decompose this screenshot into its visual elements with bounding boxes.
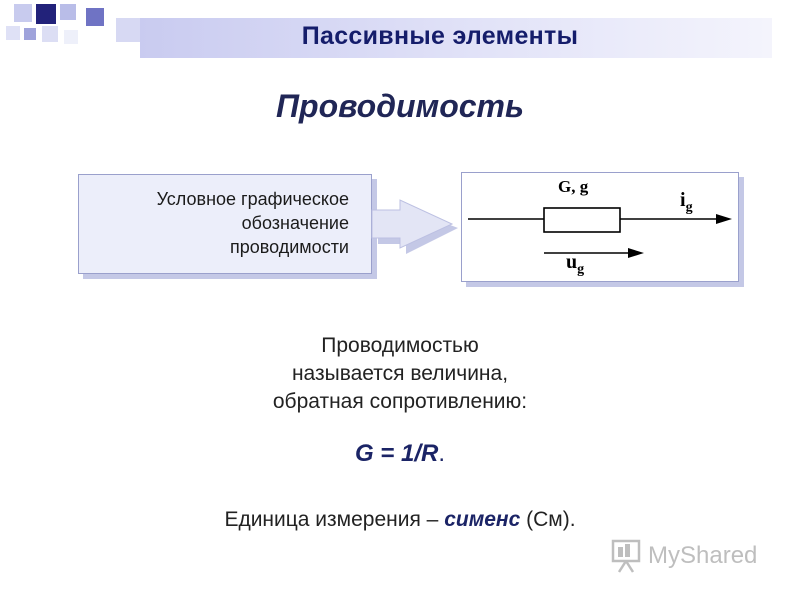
pointer-arrow (371, 199, 458, 254)
circuit-symbol (468, 207, 732, 258)
decor-square (24, 28, 36, 40)
caption-line: обозначение (241, 213, 349, 233)
caption-line: проводимости (230, 237, 349, 257)
formula-expression: G = 1/R (354, 440, 439, 467)
unit-prefix: Единица измерения – (224, 508, 445, 531)
current-symbol: i (680, 189, 686, 211)
symbol-caption-box: Условное графическое обозначение проводи… (78, 174, 372, 274)
voltage-subscript: g (577, 262, 585, 277)
slide-title: Проводимость (276, 88, 524, 124)
decor-square (86, 8, 104, 26)
decor-square (60, 4, 76, 20)
conductance-diagram: G, g ig ug (461, 172, 739, 282)
formula-period: . (438, 440, 446, 467)
formula: G = 1/R. (0, 440, 800, 468)
unit-name: сименс (444, 508, 521, 531)
watermark-logo: MyShared (610, 538, 790, 578)
current-arrow-head (716, 214, 732, 224)
current-subscript: g (685, 200, 693, 215)
header-title: Пассивные элементы (301, 22, 579, 50)
decor-square (36, 4, 56, 24)
definition-text: Проводимостью называется величина, обрат… (0, 332, 800, 416)
header-band (140, 18, 772, 58)
current-label: ig (680, 189, 693, 216)
definition-line: называется величина, (291, 362, 509, 385)
element-label: G, g (558, 177, 589, 196)
decor-square (42, 26, 58, 42)
voltage-label: ug (566, 251, 584, 278)
decor-square (14, 4, 32, 22)
voltage-symbol: u (566, 251, 578, 273)
definition-line: Проводимостью (321, 334, 479, 357)
unit-statement: Единица измерения – сименс (См). (0, 508, 800, 532)
decor-square (116, 18, 140, 42)
decor-square (6, 26, 20, 40)
resistor-symbol (543, 207, 621, 233)
caption-line: Условное графическое (156, 189, 349, 209)
decor-square (64, 30, 78, 44)
watermark-text: MyShared (648, 542, 758, 569)
unit-suffix: (См). (520, 508, 576, 531)
voltage-arrow-head (628, 248, 644, 258)
presentation-icon (611, 539, 641, 573)
definition-line: обратная сопротивлению: (272, 390, 528, 413)
